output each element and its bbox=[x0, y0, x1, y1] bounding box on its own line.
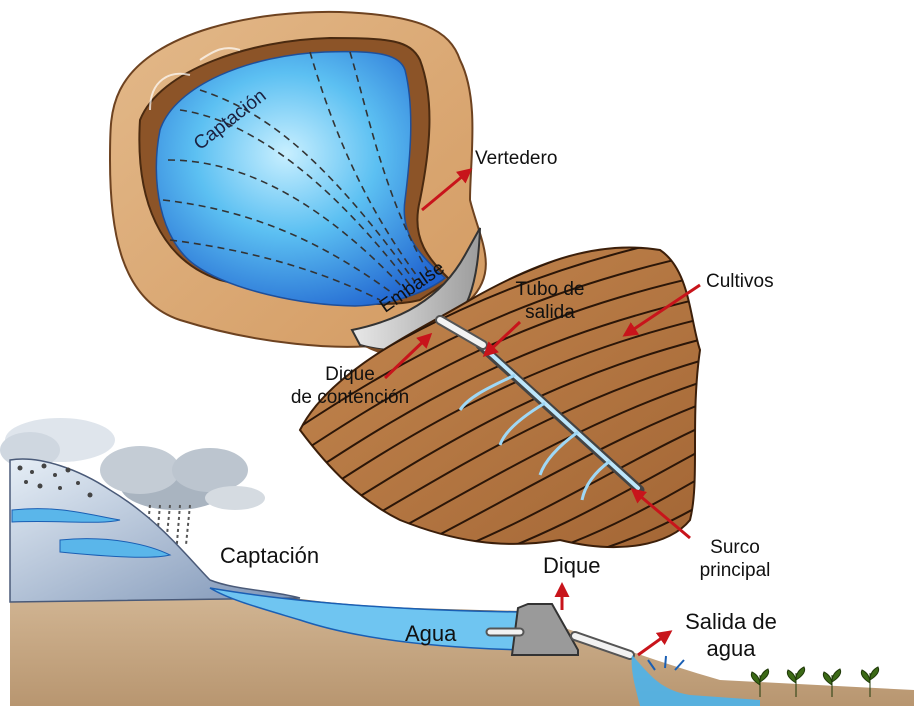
label-cultivos: Cultivos bbox=[706, 270, 774, 293]
label-surco-principal-line1: Surco bbox=[680, 536, 790, 559]
label-salida-de-agua: Salida de agua bbox=[666, 608, 796, 662]
label-vertedero: Vertedero bbox=[475, 147, 557, 170]
label-dique-contencion-line2: de contención bbox=[270, 386, 430, 409]
label-dique: Dique bbox=[543, 552, 600, 579]
label-tubo-de-salida-line1: Tubo de bbox=[500, 278, 600, 301]
label-dique-contencion-line1: Dique bbox=[270, 363, 430, 386]
catchment-bowl bbox=[110, 12, 486, 357]
label-salida-de-agua-line2: agua bbox=[666, 635, 796, 662]
label-tubo-de-salida: Tubo de salida bbox=[500, 278, 600, 324]
label-surco-principal: Surco principal bbox=[680, 536, 790, 582]
label-dique-contencion: Dique de contención bbox=[270, 363, 430, 409]
label-salida-de-agua-line1: Salida de bbox=[666, 608, 796, 635]
label-surco-principal-line2: principal bbox=[680, 559, 790, 582]
label-captacion-bottom: Captación bbox=[220, 542, 319, 569]
label-agua: Agua bbox=[405, 620, 456, 647]
label-tubo-de-salida-line2: salida bbox=[500, 301, 600, 324]
